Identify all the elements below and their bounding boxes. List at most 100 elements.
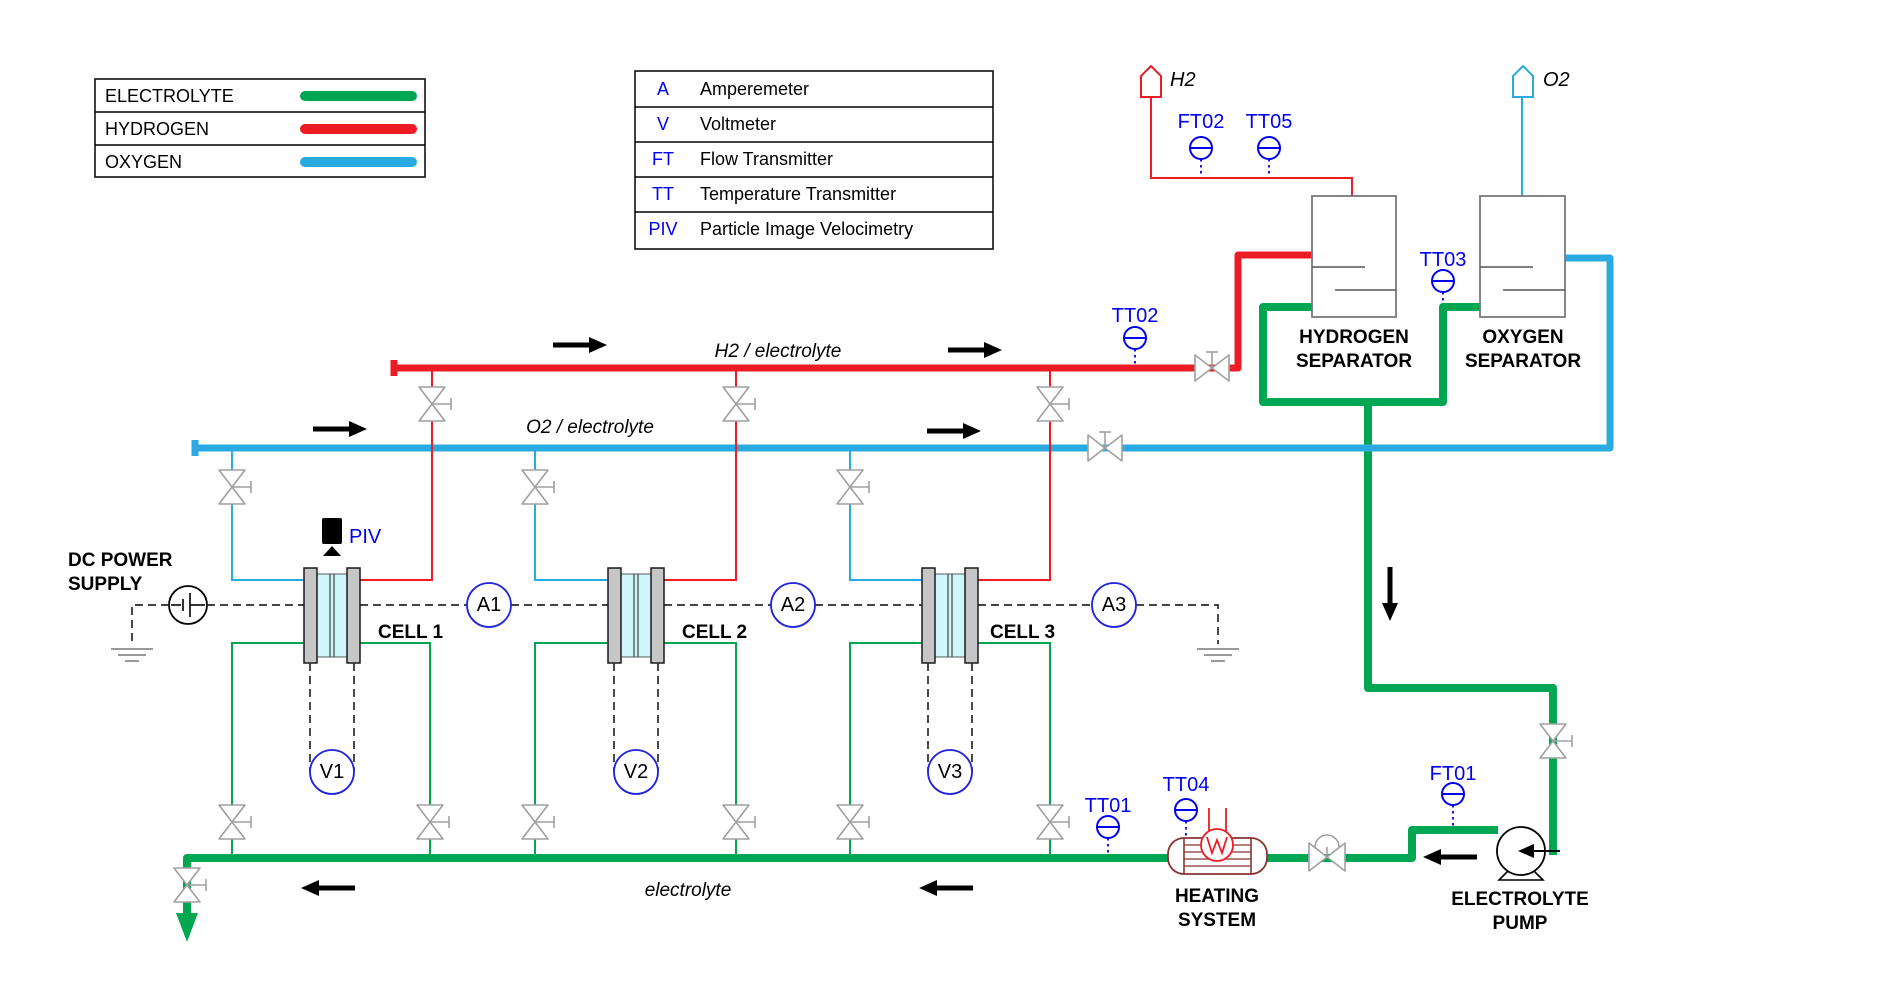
flow-arrow-downcomer <box>1382 567 1398 621</box>
voltmeter-v2 <box>613 749 659 795</box>
transmitters: FT02 TT05 TT03 TT02 TT01 TT04 FT01 <box>1085 111 1477 854</box>
symbol-amperemeter: A <box>657 79 669 99</box>
valve-cell2-drain-left <box>521 804 555 840</box>
electrolyte-pump-label-2: PUMP <box>1493 913 1548 934</box>
o2-outlet-symbol <box>1512 64 1534 98</box>
cell2-label: CELL 2 <box>682 622 747 643</box>
legend-label-electrolyte: ELECTROLYTE <box>105 86 234 106</box>
ammeter-a2 <box>770 582 816 628</box>
piv-camera: PIV <box>322 518 382 556</box>
cell1-label: CELL 1 <box>378 622 444 643</box>
oxygen-separator-vessel <box>1479 195 1566 318</box>
ammeter-a2-label: A2 <box>781 594 805 616</box>
control-valve-heating <box>1308 834 1346 872</box>
cell1-hydrogen-pipe <box>360 368 433 581</box>
h2-electrolyte-label: H2 / electrolyte <box>715 341 842 362</box>
valve-cell1-oxygen <box>218 469 252 505</box>
tt05-label: TT05 <box>1246 111 1293 133</box>
voltmeter-v1-label: V1 <box>320 761 344 783</box>
h2-outlet: H2 <box>1140 64 1196 98</box>
cell1-electrode-right <box>346 567 361 664</box>
ammeters: A1 A2 A3 <box>466 582 1137 628</box>
electrolyte-return-header-pipe <box>183 826 1498 915</box>
flow-arrow-return-1 <box>301 880 355 896</box>
legend-label-oxygen: OXYGEN <box>105 152 182 172</box>
cell1-electrode-left <box>303 567 318 664</box>
oxygen-separator-label-2: SEPARATOR <box>1465 351 1581 372</box>
symbol-voltmeter: V <box>657 114 669 134</box>
cell3-hydrogen-pipe <box>978 368 1051 581</box>
heating-system-label-2: SYSTEM <box>1178 910 1256 931</box>
valve-cell2-oxygen <box>521 469 555 505</box>
pump-flow-arrow <box>1518 844 1534 858</box>
instrument-legend: A Amperemeter V Voltmeter FT Flow Transm… <box>634 70 994 250</box>
cell2-oxygen-pipe <box>534 448 608 581</box>
symbol-flow-transmitter: FT <box>652 149 674 169</box>
tt02-label: TT02 <box>1112 305 1159 327</box>
valve-cell1-hydrogen <box>418 386 452 422</box>
oxygen-separator: OXYGEN SEPARATOR <box>1465 195 1581 372</box>
cell2-electrode-right <box>650 567 665 664</box>
cell-2: CELL 2 V2 <box>607 567 747 795</box>
valve-cell3-hydrogen <box>1036 386 1070 422</box>
cell-1: CELL 1 V1 <box>303 567 444 795</box>
desc-flow-transmitter: Flow Transmitter <box>700 149 833 169</box>
color-legend: ELECTROLYTE HYDROGEN OXYGEN <box>94 78 426 178</box>
cell3-electrode-right <box>964 567 979 664</box>
desc-voltmeter: Voltmeter <box>700 114 776 134</box>
cell2-body <box>620 573 652 658</box>
flow-arrow-o2-header-1 <box>313 421 367 437</box>
o2-outlet-label: O2 <box>1543 69 1570 91</box>
tt04-instrument <box>1174 798 1198 822</box>
voltmeter-v2-label: V2 <box>624 761 648 783</box>
ammeter-a3 <box>1091 582 1137 628</box>
cell3-label: CELL 3 <box>990 622 1055 643</box>
drain-arrowhead <box>176 913 198 942</box>
voltmeter-v1 <box>309 749 355 795</box>
flow-arrow-pump-discharge <box>1423 849 1477 865</box>
tt04-label: TT04 <box>1163 774 1210 796</box>
cell3-body <box>934 573 966 658</box>
dc-power-supply: DC POWER SUPPLY <box>68 550 208 662</box>
valve-cell3-drain-left <box>836 804 870 840</box>
valve-system-drain <box>173 867 207 903</box>
cell1-oxygen-pipe <box>231 448 304 581</box>
piv-camera-lens <box>323 546 341 556</box>
valve-o2-header <box>1087 431 1123 462</box>
h2-outlet-symbol <box>1140 64 1162 98</box>
ammeter-a1-label: A1 <box>477 594 501 616</box>
valve-pump-suction <box>1539 723 1573 759</box>
hydrogen-piping <box>360 97 1353 581</box>
o2-electrolyte-header-pipe <box>195 254 1614 452</box>
ammeter-a3-label: A3 <box>1102 594 1126 616</box>
valve-cell2-hydrogen <box>722 386 756 422</box>
cell3-electrode-left <box>921 567 936 664</box>
flow-arrow-return-2 <box>919 880 973 896</box>
ammeter-a1 <box>466 582 512 628</box>
color-legend-border <box>94 78 426 178</box>
o2-electrolyte-label: O2 / electrolyte <box>526 417 654 438</box>
heating-system-label-1: HEATING <box>1175 886 1259 907</box>
dc-power-supply-label-2: SUPPLY <box>68 574 143 595</box>
flow-arrow-o2-header-2 <box>927 423 981 439</box>
oxygen-separator-label-1: OXYGEN <box>1482 327 1563 348</box>
heater-element-circle <box>1200 828 1234 862</box>
ft01-label: FT01 <box>1430 763 1477 785</box>
h2-vent-pipe <box>1150 97 1353 196</box>
electrolyte-label: electrolyte <box>645 880 732 901</box>
h2-electrolyte-header-pipe <box>394 251 1312 372</box>
cell-3: CELL 3 V3 <box>921 567 1055 795</box>
hydrogen-separator-label-2: SEPARATOR <box>1296 351 1412 372</box>
ft01-instrument <box>1441 782 1465 806</box>
piv-label: PIV <box>349 526 382 548</box>
flow-arrow-h2-header-1 <box>553 337 607 353</box>
flow-arrow-h2-header-2 <box>948 342 1002 358</box>
voltmeter-v3 <box>927 749 973 795</box>
tt01-instrument <box>1096 815 1120 839</box>
instrument-legend-border <box>634 70 994 250</box>
tt03-instrument <box>1431 269 1455 293</box>
electrical-circuit <box>207 604 1240 662</box>
ground-symbol-right <box>1196 648 1240 662</box>
valve-h2-header <box>1194 351 1230 382</box>
